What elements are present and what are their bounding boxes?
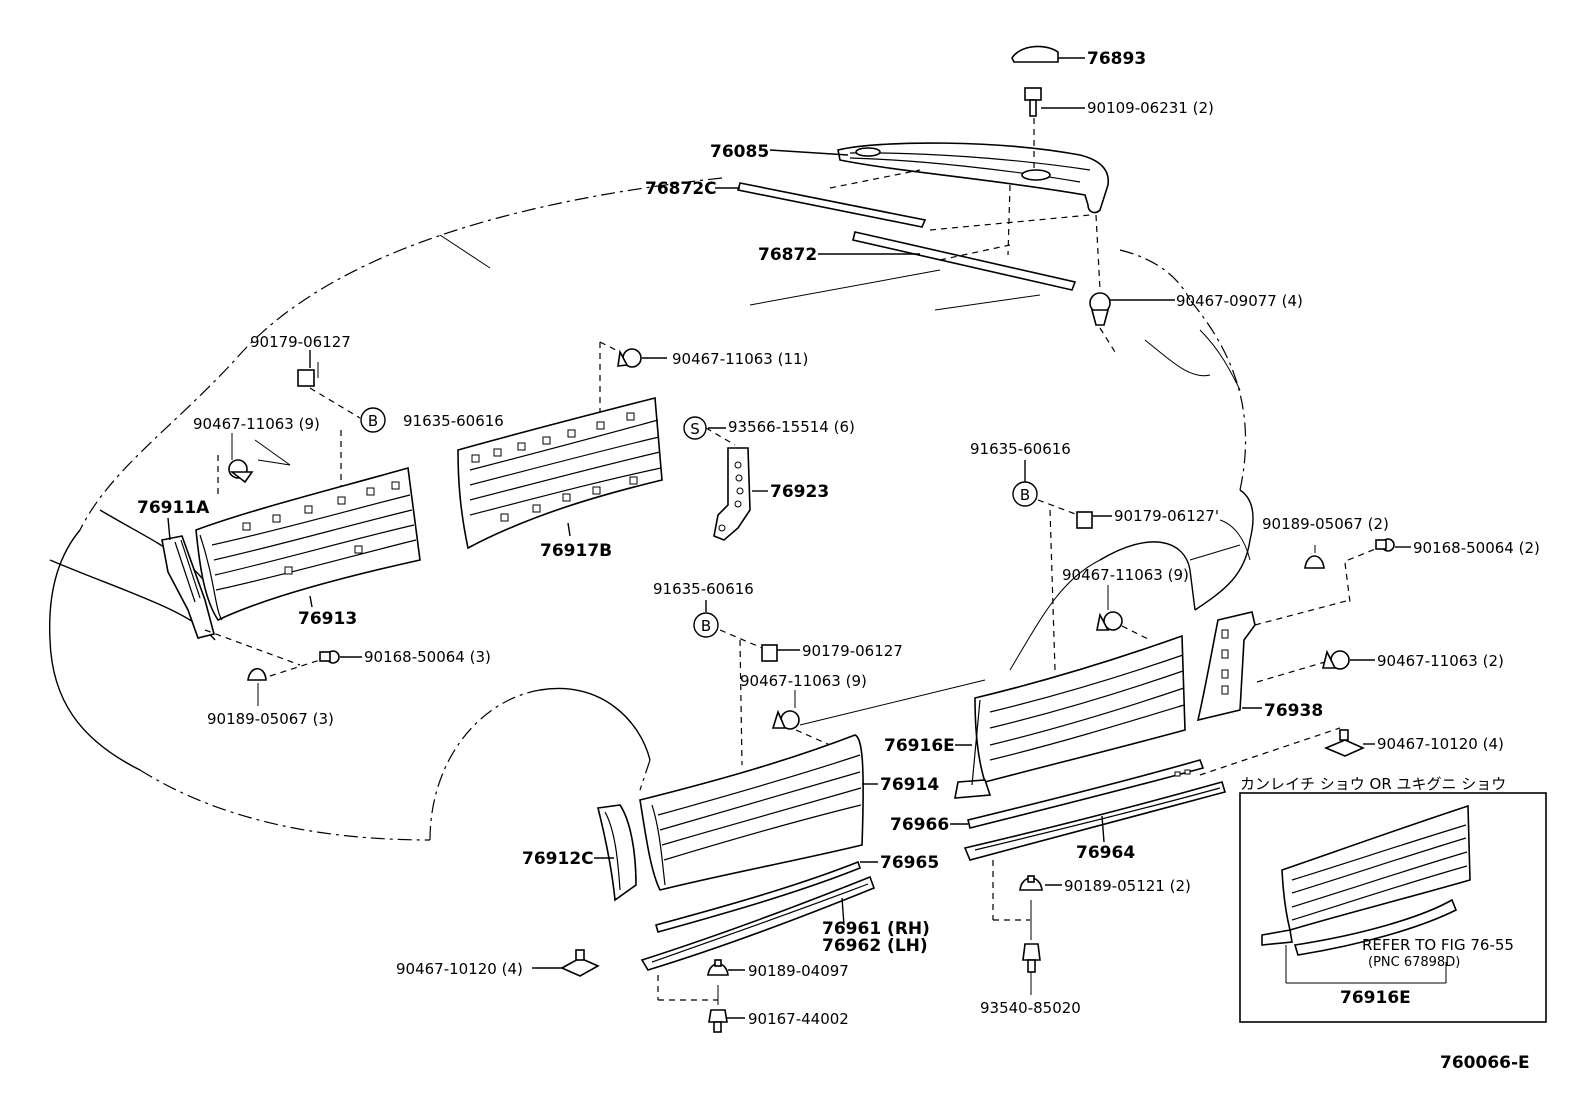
callout-76917B: 76917B [540, 541, 612, 561]
screw-90167 [708, 985, 745, 1033]
fastener-90179-a [297, 350, 361, 490]
spoiler-leaders [829, 118, 1116, 353]
marker-b-c-label: B [701, 617, 711, 635]
callout-76965: 76965 [880, 853, 939, 873]
clip-90467-11063-9b [1096, 585, 1151, 641]
callout-76912C: 76912C [522, 849, 594, 869]
piece-76912C [594, 804, 637, 902]
callout-76964: 76964 [1076, 843, 1135, 863]
clip-90467-11063-2 [1256, 649, 1375, 683]
marker-b-a-label: B [368, 412, 378, 430]
callout-90189-05121: 90189-05121 (2) [1064, 877, 1191, 895]
callout-76962-lh: 76962 (LH) [822, 936, 928, 956]
moulding-76917B [457, 396, 663, 550]
clip-90168-50064-3 [204, 629, 362, 666]
callout-76914: 76914 [880, 775, 939, 795]
callout-90467-11063-9a: 90467-11063 (9) [193, 415, 320, 433]
moulding-76916E [954, 634, 1186, 799]
inset-title: カンレイチ ショウ OR ユキグニ ショウ [1240, 775, 1506, 793]
inset-box [1239, 792, 1547, 1023]
clip-90168-50064-2 [1347, 538, 1411, 561]
moulding-76914 [639, 734, 878, 891]
screw-93566 [705, 427, 736, 446]
clip-90189-04097 [657, 959, 745, 1001]
bracket-76923 [713, 447, 768, 541]
callout-93540-85020: 93540-85020 [980, 999, 1081, 1017]
callout-90179-06127-b: 90179-06127' [1114, 507, 1219, 525]
moulding-76961-76962 [640, 875, 876, 971]
callout-90467-11063-9b: 90467-11063 (9) [1062, 566, 1189, 584]
callout-76966: 76966 [890, 815, 949, 835]
clip-90467-11063-11 [599, 341, 667, 415]
callout-90189-05067-3: 90189-05067 (3) [207, 710, 334, 728]
weatherstrip-76872C [715, 182, 927, 228]
spoiler-76085 [769, 142, 1109, 214]
inset-part-label: 76916E [1340, 988, 1411, 1008]
callout-91635-60616-c: 91635-60616 [653, 580, 754, 598]
callout-90467-09077: 90467-09077 (4) [1176, 292, 1303, 310]
marker-s: S [683, 416, 707, 440]
callout-76893: 76893 [1087, 49, 1146, 69]
callout-91635-60616-b: 91635-60616 [970, 440, 1071, 458]
callout-76085: 76085 [710, 142, 769, 162]
fastener-90179-c [705, 600, 800, 766]
callout-76961-rh: 76961 (RH) [822, 919, 930, 939]
moulding-76911A [161, 517, 215, 639]
piece-76938 [1196, 599, 1351, 722]
callout-90179-06127-c: 90179-06127 [802, 642, 903, 660]
callout-labels: 76893 90109-06231 (2) 76085 76872C 76872… [137, 49, 1540, 1028]
callout-90467-10120-4a: 90467-10120 (4) [1377, 735, 1504, 753]
callout-91635-60616-a: 91635-60616 [403, 412, 504, 430]
callout-90168-50064-3: 90168-50064 (3) [364, 648, 491, 666]
nut-90467-10120-4a [1199, 727, 1375, 776]
marker-b-c: B [693, 612, 719, 638]
moulding-76966 [950, 759, 1205, 829]
bolt-90109 [1024, 87, 1085, 117]
marker-b-b-label: B [1020, 486, 1030, 504]
callout-76911A: 76911A [137, 498, 210, 518]
moulding-76913 [195, 466, 421, 622]
figure-id: 760066-E [1440, 1053, 1530, 1073]
clip-90189-05067-2 [1304, 545, 1351, 603]
callout-90168-50064-2: 90168-50064 (2) [1413, 539, 1540, 557]
callout-90189-05067-2: 90189-05067 (2) [1262, 515, 1389, 533]
marker-s-label: S [690, 420, 700, 438]
callout-93566-15514: 93566-15514 (6) [728, 418, 855, 436]
callout-90179-06127-a: 90179-06127 [250, 333, 351, 351]
clip-90467-09077 [1089, 292, 1175, 326]
callout-90467-11063-2: 90467-11063 (2) [1377, 652, 1504, 670]
spoiler-cap-76893 [1011, 45, 1085, 63]
callout-76872C: 76872C [645, 179, 717, 199]
callout-90109-06231: 90109-06231 (2) [1087, 99, 1214, 117]
callout-76913: 76913 [298, 609, 357, 629]
callout-90167-44002: 90167-44002 [748, 1010, 849, 1028]
fastener-90179-b [1024, 460, 1112, 671]
clip-90467-11063-9c [771, 690, 831, 746]
clip-90189-05121 [992, 860, 1062, 921]
weatherstrip-76872 [818, 231, 1077, 291]
callout-76872: 76872 [758, 245, 817, 265]
callout-76938: 76938 [1264, 701, 1323, 721]
inset-refer-line2: (PNC 67898D) [1368, 955, 1460, 970]
inset-text: カンレイチ ショウ OR ユキグニ ショウ REFER TO FIG 76-55… [1240, 775, 1514, 1008]
car-body-outline [48, 177, 1254, 841]
callout-90189-04097: 90189-04097 [748, 962, 849, 980]
callout-90467-10120-4b: 90467-10120 (4) [396, 960, 523, 978]
callout-76916E: 76916E [884, 736, 955, 756]
clip-90189-05067-3 [247, 659, 321, 706]
moulding-76964 [963, 769, 1227, 861]
inset-refer-line1: REFER TO FIG 76-55 [1362, 936, 1514, 954]
marker-b-a: B [360, 407, 386, 433]
screw-93540 [1022, 900, 1041, 995]
callout-76923: 76923 [770, 482, 829, 502]
marker-b-b: B [1012, 481, 1038, 507]
callout-90467-11063-11: 90467-11063 (11) [672, 350, 808, 368]
callout-90467-11063-9c: 90467-11063 (9) [740, 672, 867, 690]
clip-90467-11063-9a [217, 433, 291, 495]
nut-90467-10120-4b [532, 949, 600, 977]
moulding-76965 [655, 860, 878, 933]
